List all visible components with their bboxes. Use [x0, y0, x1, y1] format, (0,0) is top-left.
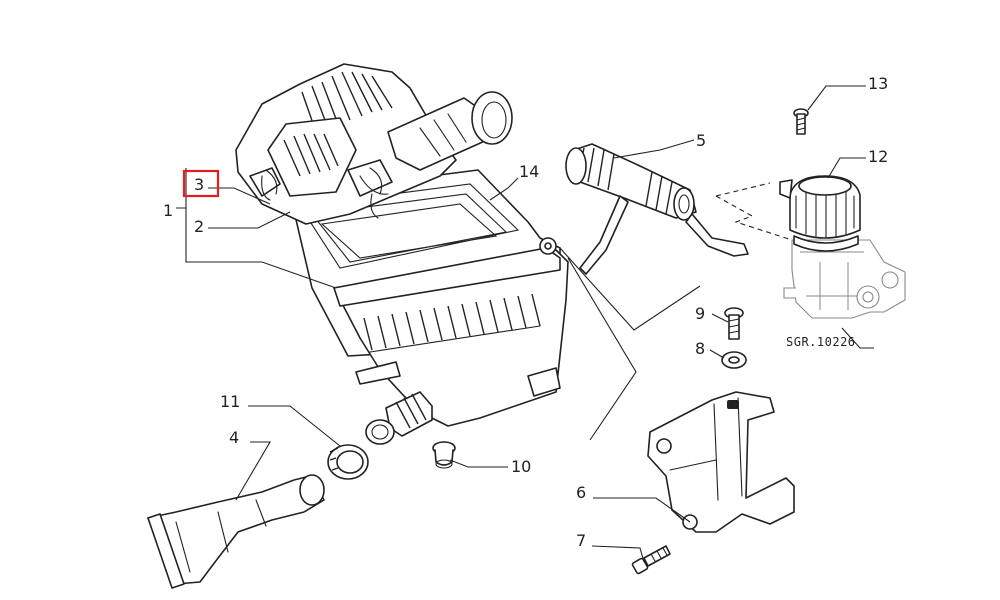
callout-2: 2 [194, 217, 204, 236]
cover-intake-tube [387, 91, 513, 171]
part-1-filter-body [333, 237, 569, 427]
reference-code: SGR.10226 [786, 335, 856, 349]
callout-labels: 1 2 3 4 5 6 7 8 9 10 11 12 13 14 SGR.102… [163, 74, 888, 550]
part-4-intake-duct [147, 474, 325, 589]
part-6-bracket [647, 391, 795, 533]
callout-6: 6 [576, 483, 586, 502]
part-10-grommet [432, 441, 456, 469]
callout-5: 5 [696, 131, 706, 150]
callout-9: 9 [695, 304, 705, 323]
callout-10: 10 [511, 457, 531, 476]
callout-14: 14 [519, 162, 539, 181]
part-12-housing-ghost [783, 239, 906, 319]
part-5-hose [565, 143, 749, 275]
callout-12: 12 [868, 147, 888, 166]
part-7-bolt [631, 545, 671, 575]
callout-3-highlight-box [182, 169, 220, 198]
part-8-washer [721, 351, 747, 369]
part-9-bolt [724, 307, 744, 340]
callout-13: 13 [868, 74, 888, 93]
callout-8: 8 [695, 339, 705, 358]
callout-7: 7 [576, 531, 586, 550]
part-11-clamp [327, 444, 369, 480]
callout-1: 1 [163, 201, 173, 220]
callout-3: 3 [194, 175, 204, 194]
part-12-filter-cap [779, 175, 861, 252]
callout-4: 4 [229, 428, 239, 447]
leader-lines [176, 85, 874, 563]
assembly-lines [559, 247, 701, 441]
body-outlet-spigot [365, 391, 433, 445]
callout-11: 11 [220, 392, 240, 411]
part-13-screw [793, 108, 809, 135]
dashed-leader-5-12 [715, 182, 793, 241]
